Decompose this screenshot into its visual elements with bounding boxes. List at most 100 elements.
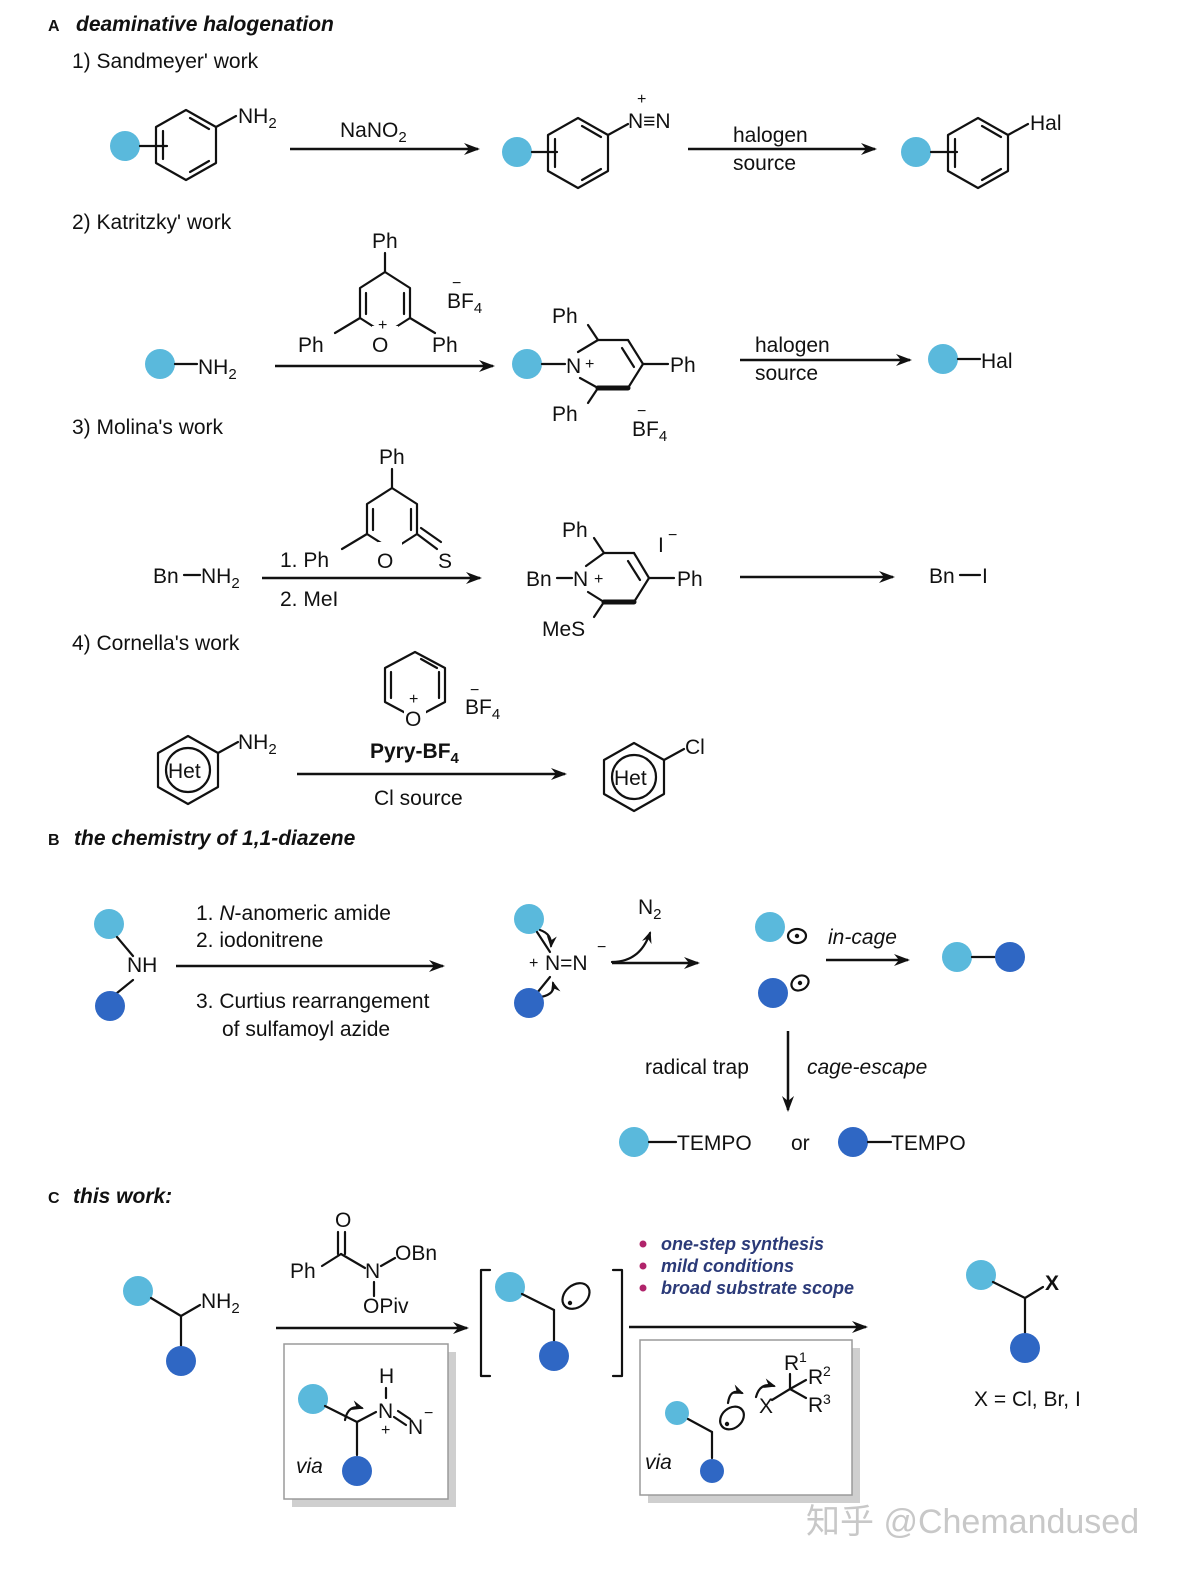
diazene-label: N=N (545, 952, 588, 975)
step3-label-line1: 3. Curtius rearrangement (196, 990, 430, 1013)
substituent-light-dot (502, 137, 532, 167)
section-a-title: deaminative halogenation (76, 13, 334, 36)
ph-para: Ph (670, 354, 696, 377)
step1-italic: N (219, 902, 235, 925)
section-b-title: the chemistry of 1,1-diazene (74, 827, 356, 850)
advantages-list: one-step synthesis mild conditions broad… (639, 1234, 854, 1298)
ph-upper: Ph (562, 519, 588, 542)
diazonium-plus: + (637, 91, 646, 108)
cornella-title: 4) Cornella's work (72, 632, 240, 655)
n-plus: + (594, 571, 603, 588)
anomeric-amide-reagent: O Ph N OBn OPiv (290, 1209, 437, 1318)
substituent-dark-dot (514, 988, 544, 1018)
substituent-dark-dot (539, 1341, 569, 1371)
or-label: or (791, 1132, 810, 1155)
n-label: N (566, 355, 581, 378)
katritzky-title: 2) Katritzky' work (72, 211, 232, 234)
step1-label: 1. N-anomeric amide (196, 902, 391, 925)
x-definition: X = Cl, Br, I (974, 1388, 1081, 1411)
bullet-dot (639, 1284, 647, 1292)
source-label: source (733, 152, 796, 175)
iodide-label: I (658, 534, 664, 557)
diazene-intermediate: + N=N − (514, 904, 606, 1018)
pyrylium-unsubstituted: + O − BF4 (383, 650, 500, 731)
halogen-label: halogen (755, 334, 830, 357)
r3-sup: 3 (823, 1391, 831, 1407)
substituent-light-dot (755, 912, 785, 942)
alkyl-halide-final: X (966, 1260, 1059, 1363)
n2-label: N2 (638, 896, 662, 923)
aryl-halide-structure: Hal (901, 112, 1062, 190)
ph-top: Ph (372, 230, 398, 253)
thiopyranone-reagent: Ph 1. Ph O S (280, 446, 452, 573)
oxygen-label: O (372, 334, 388, 357)
substituent-light-dot (512, 349, 542, 379)
obn-label: OBn (395, 1242, 437, 1265)
bullet-one-step: one-step synthesis (661, 1234, 824, 1254)
substituent-light-dot (123, 1276, 153, 1306)
bf4-minus: − (470, 682, 479, 699)
reagent-nano2: NaNO2 (340, 119, 407, 146)
aniline-structure: NH2 (110, 105, 277, 182)
substituent-light-dot (942, 942, 972, 972)
substituent-light-dot (966, 1260, 996, 1290)
bf4-minus: − (452, 275, 461, 292)
section-c-letter: C (48, 1190, 60, 1207)
substituent-light-dot (514, 904, 544, 934)
n-minus: − (424, 1405, 433, 1422)
substituent-dark-dot (95, 991, 125, 1021)
bullet-dot (639, 1240, 647, 1248)
bf4-counterion: BF4 (632, 418, 667, 445)
sandmeyer-title: 1) Sandmeyer' work (72, 50, 259, 73)
substituent-dark-dot (166, 1346, 196, 1376)
substituent-light-dot (665, 1401, 689, 1425)
bf4-minus: − (637, 403, 646, 420)
r1-label: R (784, 1352, 799, 1375)
tempo-label: TEMPO (677, 1132, 752, 1155)
bn-amine: Bn NH2 (153, 565, 240, 592)
thiopyridinium-salt: Bn N + Ph Ph MeS I − (526, 519, 703, 641)
r2-sup: 2 (823, 1363, 831, 1379)
bf4-counterion: BF4 (465, 696, 500, 723)
mes-label: MeS (542, 618, 585, 641)
ph-lower: Ph (552, 403, 578, 426)
substituent-dark-dot (700, 1459, 724, 1483)
n-label: N (365, 1260, 380, 1283)
oxygen-plus: + (378, 317, 387, 334)
oxygen-plus: + (409, 691, 418, 708)
diazonium-label: N≡N (628, 110, 671, 133)
n-label: N (573, 568, 588, 591)
x-label: X (1045, 1272, 1059, 1295)
step1-rest: -anomeric amide (235, 902, 391, 925)
substituent-light-dot (94, 909, 124, 939)
pyrylium-reagent: Ph Ph Ph + O − BF4 (298, 230, 482, 357)
substituent-dark-dot (758, 978, 788, 1008)
step3-label-line2: of sulfamoyl azide (222, 1018, 390, 1041)
bn-label: Bn (526, 568, 552, 591)
nh2-label: NH2 (238, 731, 277, 758)
n-plus: + (585, 356, 594, 373)
sulfur-label: S (438, 550, 452, 573)
ph-para: Ph (677, 568, 703, 591)
bf4-counterion: BF4 (447, 290, 482, 317)
step2-label: 2. iodonitrene (196, 929, 323, 952)
nh2-label: NH2 (238, 105, 277, 132)
nh2-label: NH2 (201, 1290, 240, 1317)
bullet-scope: broad substrate scope (661, 1278, 854, 1298)
via-label: via (645, 1451, 672, 1474)
n-minus: − (597, 939, 606, 956)
substituent-light-dot (145, 349, 175, 379)
section-c-title: this work: (73, 1185, 172, 1208)
cl-label: Cl (685, 736, 705, 759)
bullet-dot (639, 1262, 647, 1270)
in-cage-label: in-cage (828, 926, 897, 949)
pyridinium-salt: N + Ph Ph Ph − BF4 (512, 305, 696, 445)
cl-source-label: Cl source (374, 787, 463, 810)
substituent-light-dot (495, 1272, 525, 1302)
nh-label: NH (127, 954, 157, 977)
r2-label: R (808, 1366, 823, 1389)
alkyl-halide-product: Hal (928, 344, 1013, 374)
diazonium-structure: + N≡N (502, 91, 671, 190)
substituent-dark-dot (838, 1127, 868, 1157)
n-label: N (378, 1400, 393, 1423)
